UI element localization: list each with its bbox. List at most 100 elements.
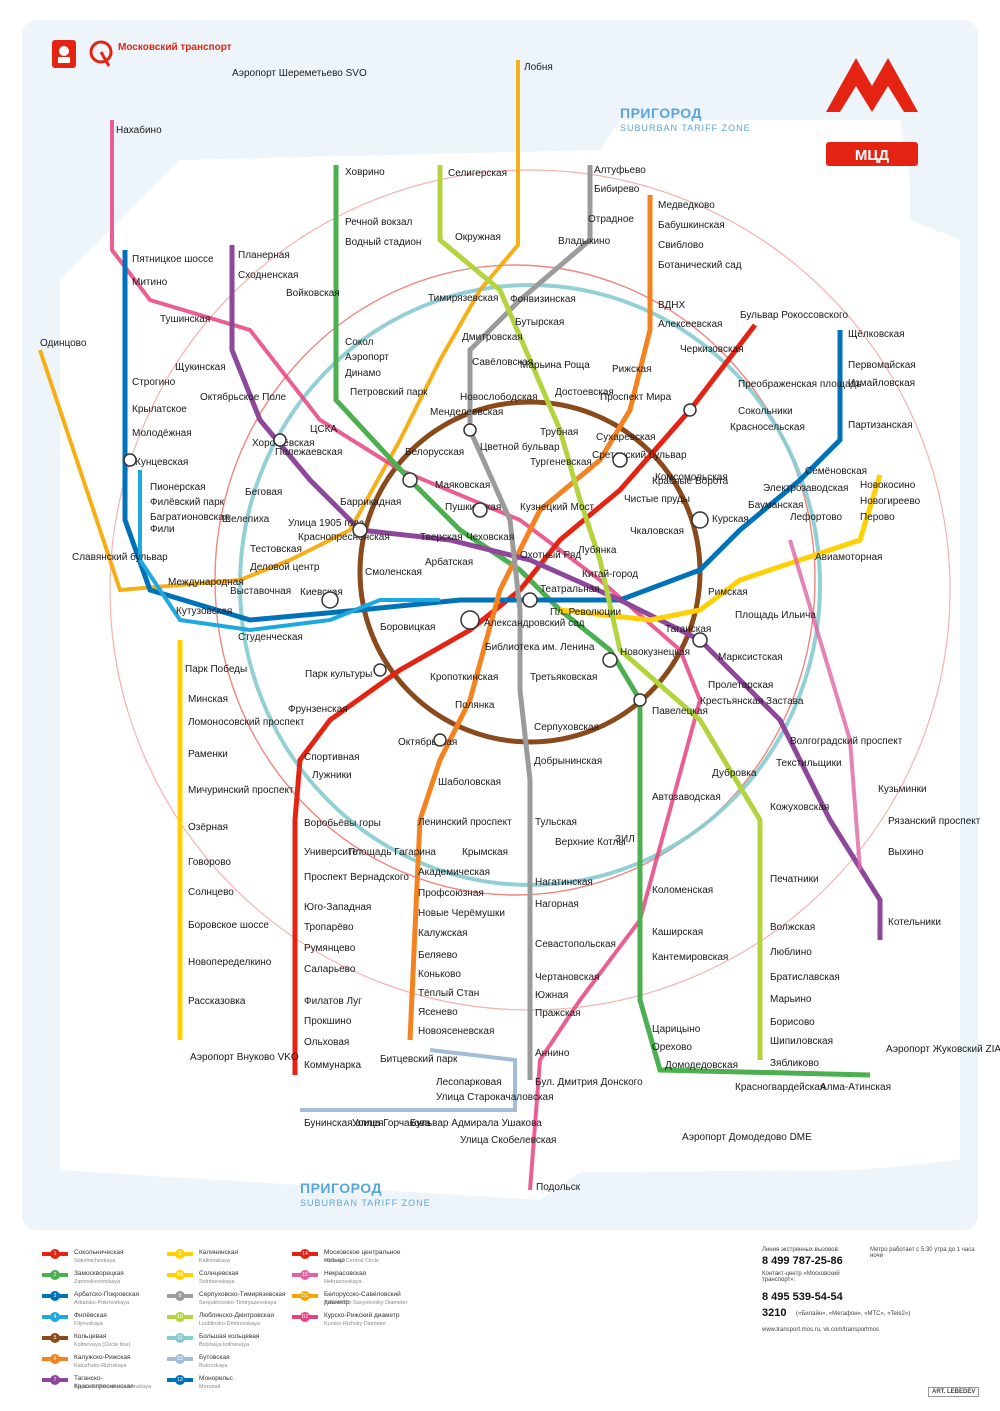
station-prospekt-mira[interactable]: Проспект Мира — [600, 392, 672, 403]
airport-domodedovo[interactable]: Аэропорт Домодедово DME — [682, 1132, 812, 1143]
station-ryazansky[interactable]: Рязанский проспект — [888, 816, 981, 827]
station-bulvar-rokossovskogo[interactable]: Бульвар Рокоссовского — [740, 310, 848, 321]
station-partizanskaya[interactable]: Партизанская — [848, 420, 913, 431]
station-shabolovskaya[interactable]: Шаболовская — [438, 776, 501, 788]
station-sokolniki[interactable]: Сокольники — [738, 406, 793, 417]
station-michurinsky[interactable]: Мичуринский проспект — [188, 785, 294, 796]
station-fonvizinskaya[interactable]: Фонвизинская — [510, 294, 576, 305]
station-vernadskogo[interactable]: Проспект Вернадского — [304, 872, 409, 883]
station-tverskaya[interactable]: Тверская — [420, 532, 463, 543]
station-sukharevskaya[interactable]: Сухаревская — [596, 432, 656, 443]
station-marksistskaya[interactable]: Марксистская — [718, 652, 783, 663]
station-vladykino[interactable]: Владыкино — [558, 236, 611, 247]
station-olkhovaya[interactable]: Ольховая — [304, 1037, 349, 1048]
station-yuzhnaya[interactable]: Южная — [535, 990, 568, 1001]
website[interactable]: www.transport.mos.ru, vk.com/transportmo… — [762, 1327, 880, 1333]
station-lobnya[interactable]: Лобня — [524, 61, 553, 73]
station-volzhskaya[interactable]: Волжская — [770, 922, 815, 933]
station-volgogradsky[interactable]: Волгоградский проспект — [790, 736, 903, 747]
station-troparyovo[interactable]: Тропарёво — [304, 922, 354, 933]
station-preobrazhenskaya[interactable]: Преображенская площадь — [738, 378, 862, 390]
station-trubnaya[interactable]: Трубная — [540, 426, 578, 438]
station-proletarskaya[interactable]: Пролетарская — [708, 680, 773, 691]
station-sviblovo[interactable]: Свиблово — [658, 239, 704, 251]
station-rimskaya[interactable]: Римская — [708, 587, 748, 598]
station-novye-cheryomushki[interactable]: Новые Черёмушки — [418, 908, 505, 919]
station-timiryazevskaya[interactable]: Тимирязевская — [428, 293, 498, 304]
station-annino[interactable]: Аннино — [535, 1048, 570, 1059]
station-komsomolskaya[interactable]: Комсомольская — [655, 472, 728, 483]
station-bratislavskaya[interactable]: Братиславская — [770, 972, 840, 983]
station-babushkinskaya[interactable]: Бабушкинская — [658, 219, 725, 231]
station-krymskaya[interactable]: Крымская — [462, 847, 508, 858]
station-podolsk[interactable]: Подольск — [536, 1182, 581, 1193]
station-tsska[interactable]: ЦСКА — [310, 424, 337, 435]
station-petrovsky-park[interactable]: Петровский парк — [350, 387, 428, 398]
station-ploshchad-revolyutsii[interactable]: Пл. Революции — [550, 607, 621, 618]
station-belyaevo[interactable]: Беляево — [418, 950, 458, 961]
station-molodezhnaya[interactable]: Молодёжная — [132, 428, 192, 439]
station-rumyantsevo[interactable]: Румянцево — [304, 943, 356, 954]
station-arbatskaya[interactable]: Арбатская — [425, 556, 473, 568]
station-ploshchad-gagarina[interactable]: Площадь Гагарина — [348, 847, 436, 858]
station-kaluzhskaya[interactable]: Калужская — [418, 928, 468, 939]
station-novokuznetskaya[interactable]: Новокузнецкая — [620, 647, 690, 658]
contact-number[interactable]: 8 495 539-54-54 — [762, 1291, 843, 1303]
station-nakhabino[interactable]: Нахабино — [116, 124, 162, 136]
station-sportivnaya[interactable]: Спортивная — [304, 752, 360, 763]
station-shchukinskaya[interactable]: Щукинская — [175, 362, 226, 373]
station-bitsevsky[interactable]: Битцевский парк — [380, 1054, 458, 1065]
station-strogino[interactable]: Строгино — [132, 377, 176, 388]
station-kievskaya[interactable]: Киевская — [300, 587, 343, 598]
station-otradnoe[interactable]: Отрадное — [588, 214, 634, 225]
station-cherkizovskaya[interactable]: Черкизовская — [680, 344, 744, 355]
station-odintsovo[interactable]: Одинцово — [40, 338, 87, 349]
station-dmitrovskaya[interactable]: Дмитровская — [462, 332, 523, 343]
station-vodny[interactable]: Водный стадион — [345, 237, 421, 248]
station-tulskaya[interactable]: Тульская — [535, 817, 577, 828]
station-shchelkovskaya[interactable]: Щёлковская — [848, 329, 905, 340]
station-tyoply-stan[interactable]: Тёплый Стан — [418, 988, 479, 999]
station-lomonosovsky[interactable]: Ломоносовский проспект — [188, 717, 305, 728]
station-kurskaya[interactable]: Курская — [712, 514, 749, 525]
station-maryino[interactable]: Марьино — [770, 994, 812, 1005]
station-delovoy[interactable]: Деловой центр — [250, 562, 320, 573]
station-altufyevo[interactable]: Алтуфьево — [594, 164, 646, 176]
station-kolomenskaya[interactable]: Коломенская — [652, 885, 713, 896]
station-okruzhnaya[interactable]: Окружная — [455, 232, 501, 243]
station-pyatnitskoe[interactable]: Пятницкое шоссе — [132, 254, 214, 265]
station-kitay-gorod[interactable]: Китай-город — [582, 569, 638, 580]
station-ramenki[interactable]: Раменки — [188, 749, 228, 760]
station-leninsky[interactable]: Ленинский проспект — [418, 817, 512, 828]
station-lyublino[interactable]: Люблино — [770, 946, 812, 958]
station-verkhnie-kotly[interactable]: Верхние Котлы — [555, 837, 626, 848]
station-krylatskoe[interactable]: Крылатское — [132, 404, 187, 415]
station-slavyansky[interactable]: Славянский бульвар — [72, 551, 168, 563]
station-vystavochnaya[interactable]: Выставочная — [230, 586, 291, 597]
station-novoperedelkino[interactable]: Новопеределкино — [188, 957, 272, 968]
station-solntsevo[interactable]: Солнцево — [188, 887, 234, 898]
station-tekstilshchiki[interactable]: Текстильщики — [776, 758, 842, 769]
station-novoslobodskaya[interactable]: Новослободская — [460, 391, 538, 403]
station-park-kultury[interactable]: Парк культуры — [305, 669, 372, 680]
station-dinamo[interactable]: Динамо — [345, 368, 381, 379]
station-kommunarka[interactable]: Коммунарка — [304, 1060, 361, 1071]
station-shipilovskaya[interactable]: Шипиловская — [770, 1036, 833, 1047]
station-universitet[interactable]: Университет — [304, 847, 363, 858]
station-nagornaya[interactable]: Нагорная — [535, 899, 579, 910]
station-okhotny[interactable]: Охотный Ряд — [520, 550, 581, 561]
station-pervomayskaya[interactable]: Первомайская — [848, 360, 916, 371]
station-bulvar-admirala[interactable]: Бульвар Адмирала Ушакова — [410, 1118, 542, 1129]
station-mezhdunarodnaya[interactable]: Международная — [168, 577, 244, 588]
station-konkovo[interactable]: Коньково — [418, 969, 461, 980]
station-lenin-library[interactable]: Библиотека им. Ленина — [485, 641, 595, 653]
station-belorusskaya[interactable]: Белорусская — [405, 447, 464, 458]
station-bulvar-dmitriya[interactable]: Бул. Дмитрия Донского — [535, 1077, 643, 1088]
station-pechatniki[interactable]: Печатники — [770, 874, 819, 885]
station-skhodnenskaya[interactable]: Сходненская — [238, 270, 298, 281]
station-filevsky-park[interactable]: Филёвский парк — [150, 497, 225, 508]
station-yugo-zapadnaya[interactable]: Юго-Западная — [304, 902, 371, 913]
station-krasnogvardeyskaya[interactable]: Красногвардейская — [735, 1082, 825, 1093]
station-alma-atinskaya[interactable]: Алма-Атинская — [820, 1082, 891, 1093]
station-lubyanka[interactable]: Лубянка — [578, 544, 617, 556]
